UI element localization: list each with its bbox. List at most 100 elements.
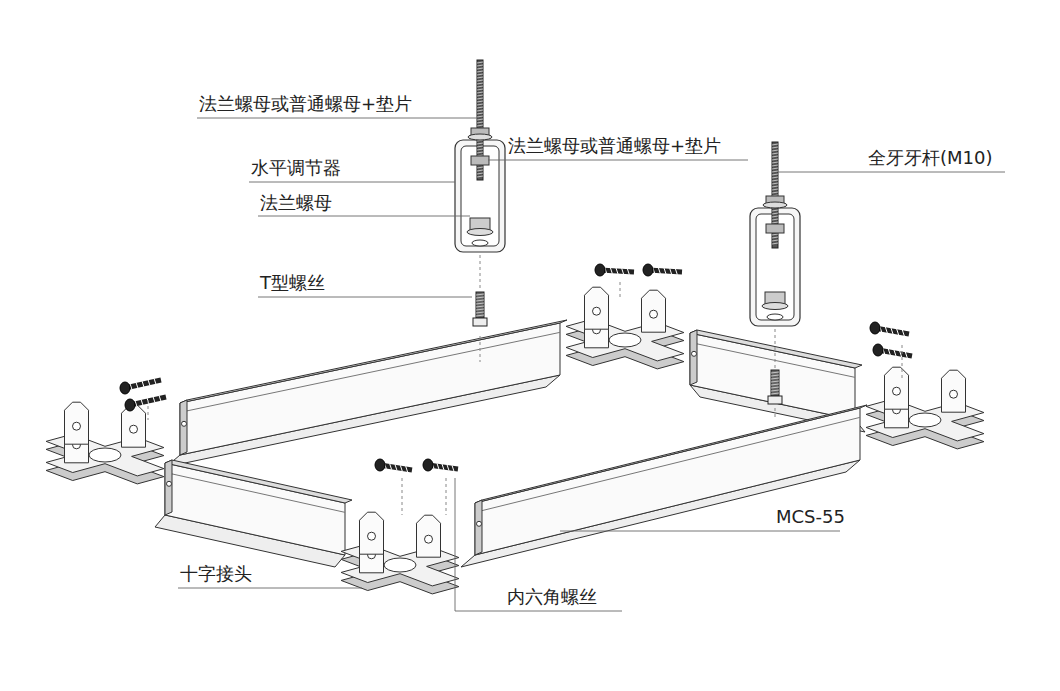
part-edge — [622, 268, 624, 274]
rod-thread — [772, 186, 778, 187]
connector-hole — [130, 425, 138, 433]
part-edge — [442, 464, 444, 470]
part-callout: 法兰螺母或普通螺母+垫片 — [197, 93, 414, 115]
rod-thread — [477, 74, 483, 75]
nut — [471, 156, 489, 165]
part-callout: 法兰螺母或普通螺母+垫片 — [506, 135, 723, 157]
hex-socket-screw — [423, 459, 458, 471]
rod-thread — [772, 180, 778, 181]
rail-end — [180, 400, 187, 455]
rod-thread — [772, 162, 778, 163]
rod-thread — [477, 62, 483, 63]
t-screw-thread — [476, 303, 484, 304]
part-edge — [136, 382, 138, 388]
part-edge — [452, 465, 454, 471]
guide-line — [902, 345, 903, 380]
adjuster-window — [756, 214, 794, 320]
adjuster-hole — [767, 314, 783, 320]
part-edge — [905, 352, 907, 358]
t-screw-thread — [771, 387, 779, 388]
guide-line — [620, 282, 621, 300]
screw-head — [125, 399, 135, 411]
rail-top — [475, 405, 867, 503]
part-edge — [891, 328, 893, 334]
part-edge — [610, 268, 612, 274]
rod-thread — [477, 104, 483, 105]
screw-head — [870, 322, 880, 334]
connector-top — [566, 319, 684, 361]
rod-thread — [477, 95, 483, 96]
cross-connector — [46, 402, 164, 484]
adjuster-frame — [750, 208, 800, 326]
hex-socket-screw — [595, 264, 634, 276]
rod-thread — [477, 146, 483, 147]
connector-hole — [425, 535, 433, 543]
part-edge — [400, 465, 402, 471]
t-screw-thread — [771, 378, 779, 379]
t-screw-thread — [771, 393, 779, 394]
adjuster-frame — [455, 140, 505, 252]
part-edge — [627, 269, 629, 275]
rail-end — [690, 330, 697, 385]
rail-slot — [167, 481, 172, 486]
connector-top — [866, 399, 984, 441]
rod-thread — [477, 80, 483, 81]
part-edge — [885, 327, 887, 333]
part-callout: 十字接头 — [178, 563, 254, 585]
connector-hole — [950, 390, 958, 398]
rail-top — [180, 320, 567, 403]
t-screw-shank — [771, 370, 779, 396]
rod-thread — [772, 216, 778, 217]
guide-line — [402, 478, 403, 515]
part-edge — [390, 464, 392, 470]
part-edge — [437, 463, 439, 469]
leader-line — [455, 478, 456, 611]
cross-connector — [341, 512, 459, 594]
part-callout: 法兰螺母 — [258, 192, 334, 214]
rod-thread — [772, 156, 778, 157]
part-edge — [153, 397, 155, 403]
rod-thread — [772, 147, 778, 148]
part-edge — [675, 269, 677, 275]
rod-thread — [772, 174, 778, 175]
t-screw-thread — [771, 381, 779, 382]
rod-thread — [477, 113, 483, 114]
rod-thread — [477, 98, 483, 99]
connector-tower — [417, 515, 441, 557]
connector-hole — [593, 307, 601, 315]
part-edge — [180, 332, 560, 412]
connector-tower — [642, 290, 666, 332]
guide-line — [480, 336, 481, 362]
rod-thread — [772, 234, 778, 235]
leader-line — [560, 531, 840, 532]
rod-thread — [477, 173, 483, 174]
t-screw-thread — [476, 294, 484, 295]
connector-tower — [585, 287, 609, 329]
rod-thread — [477, 77, 483, 78]
leader-line — [488, 160, 748, 161]
rod-thread — [772, 243, 778, 244]
guide-line — [775, 329, 776, 368]
part-edge — [142, 381, 144, 387]
connector-hole — [650, 310, 658, 318]
connector-hole — [73, 422, 81, 430]
rod-thread — [477, 143, 483, 144]
rod-thread — [477, 83, 483, 84]
rod-thread — [477, 170, 483, 171]
screw-head — [423, 459, 433, 471]
rod-thread — [772, 213, 778, 214]
rod-thread — [772, 171, 778, 172]
leader-line — [178, 588, 362, 589]
rod-thread — [477, 119, 483, 120]
part-edge — [154, 378, 156, 384]
rail-profile — [155, 460, 352, 567]
screw-head — [873, 344, 883, 356]
part-edge — [897, 329, 899, 335]
rod-thread — [772, 219, 778, 220]
rod-thread — [772, 144, 778, 145]
screw-head — [375, 459, 385, 471]
rail-profile — [461, 405, 867, 567]
cross-connector — [566, 287, 684, 369]
t-screw-thread — [771, 375, 779, 376]
part-edge — [902, 330, 904, 336]
